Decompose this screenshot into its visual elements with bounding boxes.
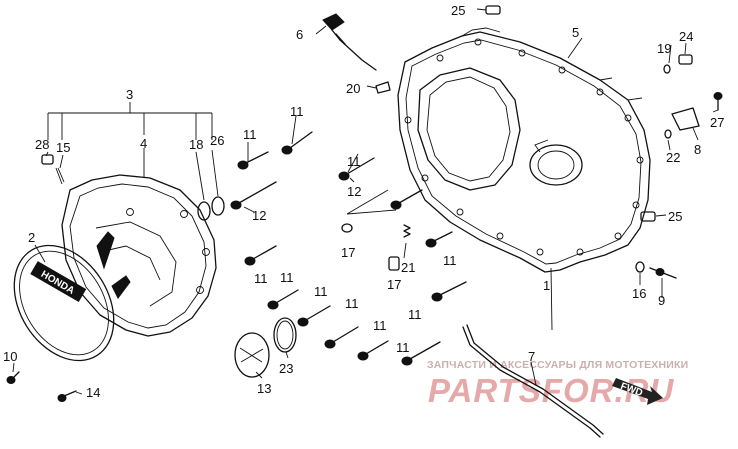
small-parts [41, 5, 700, 273]
label-part-25: 25 [451, 3, 465, 18]
bolt [324, 326, 359, 349]
label-part-20: 20 [346, 81, 360, 96]
bolt [57, 390, 77, 402]
bolt [401, 341, 441, 366]
bolt [244, 245, 277, 266]
label-part-11: 11 [347, 154, 361, 169]
hose-assembly: FWD [462, 324, 663, 438]
label-part-12: 12 [347, 184, 361, 199]
label-part-11: 11 [314, 284, 328, 299]
label-part-10: 10 [3, 349, 17, 364]
watermark-caption: ЗАПЧАСТИ И АКСЕССУАРЫ ДЛЯ МОТОТЕХНИКИ [427, 359, 688, 371]
label-part-11: 11 [408, 307, 422, 322]
bolt [390, 189, 423, 210]
label-part-15: 15 [56, 140, 70, 155]
label-part-12: 12 [252, 208, 266, 223]
label-part-11: 11 [280, 270, 294, 285]
bolt [713, 92, 723, 111]
label-part-28: 28 [35, 137, 49, 152]
label-part-16: 16 [632, 286, 646, 301]
label-part-11: 11 [290, 104, 304, 119]
label-part-17: 17 [387, 277, 401, 292]
label-part-5: 5 [572, 25, 579, 40]
bolt [267, 289, 299, 310]
label-part-11: 11 [396, 340, 410, 355]
bolt [425, 231, 453, 248]
bolt [6, 371, 20, 384]
label-part-23: 23 [279, 361, 293, 376]
label-part-17: 17 [341, 245, 355, 260]
label-part-27: 27 [710, 115, 724, 130]
label-part-22: 22 [666, 150, 680, 165]
bolt [281, 131, 313, 155]
label-part-19: 19 [657, 41, 671, 56]
label-part-11: 11 [345, 296, 359, 311]
label-part-24: 24 [679, 29, 693, 44]
label-part-13: 13 [257, 381, 271, 396]
crankcase-cover [397, 27, 651, 273]
label-part-8: 8 [694, 142, 701, 157]
bolts [6, 92, 723, 402]
label-part-4: 4 [140, 136, 147, 151]
bolt [357, 340, 389, 361]
label-part-6: 6 [296, 27, 303, 42]
bolt [297, 305, 331, 327]
bolt [649, 267, 677, 279]
bolt [230, 181, 277, 210]
label-part-11: 11 [373, 318, 387, 333]
outer-cover [61, 174, 217, 337]
label-part-7: 7 [528, 349, 535, 364]
label-part-9: 9 [658, 293, 665, 308]
label-part-18: 18 [189, 137, 203, 152]
label-part-11: 11 [254, 271, 268, 286]
bolt [431, 281, 467, 302]
label-part-11: 11 [243, 127, 257, 142]
cover-bolt-holes [404, 38, 644, 256]
label-part-21: 21 [401, 260, 415, 275]
part-number-labels: 1 2 3 4 5 6 7 8 9 10 11 11 11 11 11 11 1… [3, 3, 724, 400]
bolt [237, 151, 269, 170]
bolt [338, 157, 375, 181]
label-part-1: 1 [543, 278, 550, 293]
label-part-11: 11 [443, 253, 457, 268]
label-part-25: 25 [668, 209, 682, 224]
leader-lines [12, 8, 719, 395]
cap-and-oring [234, 317, 297, 378]
label-part-26: 26 [210, 133, 224, 148]
label-part-3: 3 [126, 87, 133, 102]
label-part-2: 2 [28, 230, 35, 245]
emblem-plate: HONDA [13, 244, 115, 362]
label-part-14: 14 [86, 385, 100, 400]
dipstick [322, 13, 377, 71]
